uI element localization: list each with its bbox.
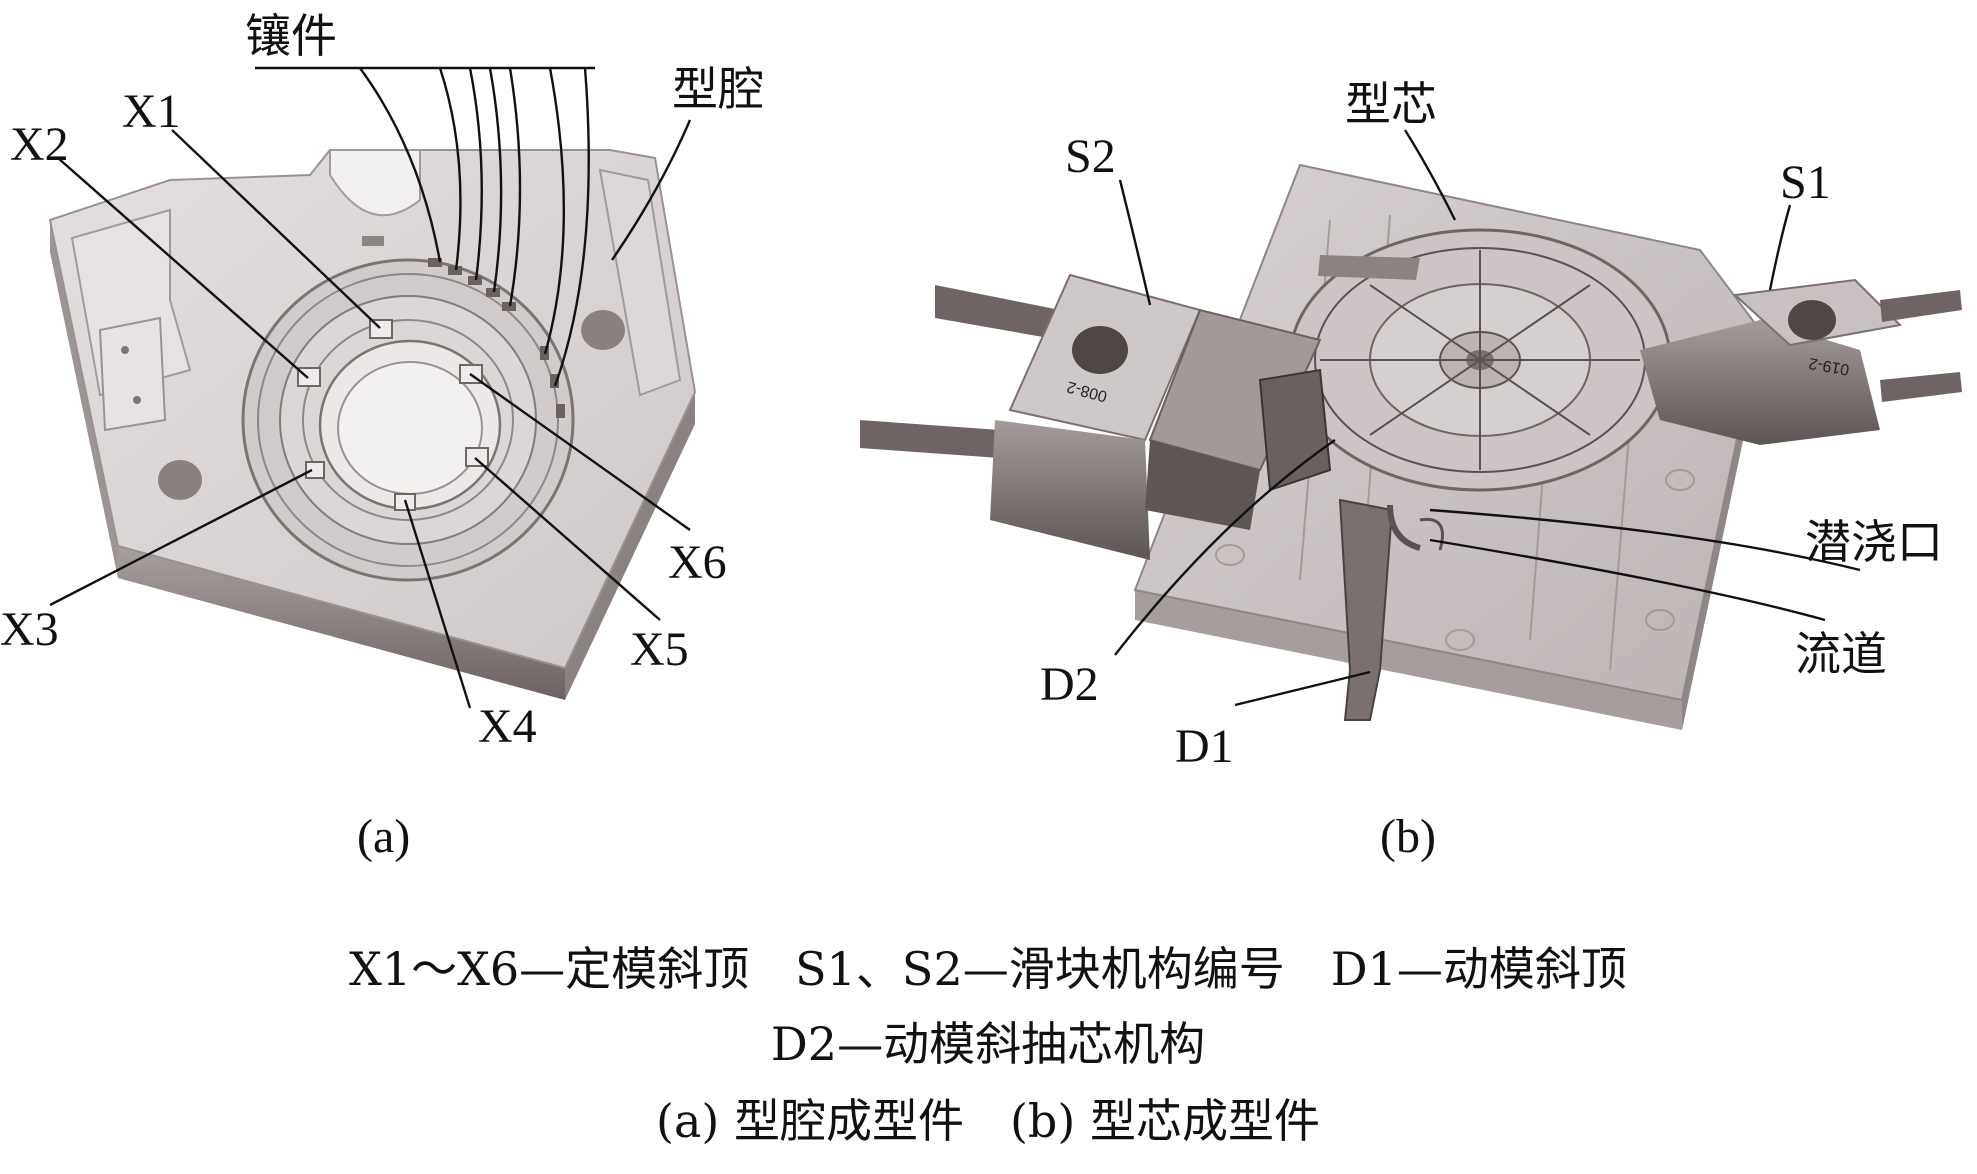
slider-s1-code: 019-2: [1807, 354, 1850, 378]
core-name-plate: [1318, 255, 1420, 280]
slider-s1-base: [1640, 320, 1880, 445]
caption-line-1: X1～X6—定模斜顶 S1、S2—滑块机构编号 D1—动模斜顶: [349, 942, 1627, 996]
figure-caption: X1～X6—定模斜顶 S1、S2—滑块机构编号 D1—动模斜顶 D2—动模斜抽芯…: [349, 942, 1627, 1148]
label-x5: X5: [630, 623, 689, 676]
slider-s2-hole: [1072, 326, 1128, 374]
submarine-gate: [1419, 517, 1444, 551]
cavity-block-front-side: [118, 546, 565, 700]
slider-s2-arm-bottom: [860, 420, 1000, 458]
slider-s1-hole: [1788, 300, 1836, 340]
panel-a-sublabel: (a): [357, 810, 410, 863]
slider-s1-arm-top: [1880, 290, 1962, 322]
label-x2: X2: [10, 118, 69, 171]
cavity-block-right-side: [565, 392, 695, 700]
core-block-bottom-side: [1135, 590, 1682, 730]
core-disk-spokes: [1320, 250, 1640, 470]
label-x6: X6: [668, 536, 727, 589]
label-x1: X1: [122, 85, 181, 138]
label-core: 型芯: [1345, 77, 1437, 131]
label-cavity: 型腔: [672, 62, 764, 116]
label-x4: X4: [478, 700, 537, 753]
label-runner: 流道: [1795, 627, 1887, 681]
panel-b-drawing: 008-2 019-2: [860, 163, 1962, 730]
cavity-step-right: [598, 168, 682, 397]
cavity-block-left-side: [50, 220, 118, 578]
panel-a-drawing: [48, 149, 697, 700]
d2-mechanism: [1258, 368, 1332, 492]
cavity-ring-2: [257, 273, 559, 567]
panel-b-labels: 型芯 S2 S1 潜浇口 流道 D2 D1 (b): [1040, 77, 1943, 863]
panel-b-leaders: [1114, 129, 1861, 707]
label-x3: X3: [0, 603, 59, 656]
label-insert: 镶件: [245, 9, 337, 63]
panel-b-sublabel: (b): [1380, 810, 1436, 863]
label-d1: D1: [1175, 720, 1234, 773]
cavity-pocket-pin: [133, 396, 141, 404]
label-submarine-gate: 潜浇口: [1805, 515, 1943, 569]
panel-a-labels: 镶件 型腔 X1 X2 X3 X4 X5 X6 (a): [0, 9, 764, 863]
lifter-d1: [1338, 498, 1394, 721]
runner-channel: [1387, 504, 1421, 551]
cavity-guide-hole: [158, 460, 202, 500]
cavity-guide-hole: [581, 310, 625, 350]
slider-s2-wedge-front: [1145, 440, 1260, 530]
caption-line-3: (a) 型腔成型件 (b) 型芯成型件: [656, 1094, 1320, 1148]
cavity-slot: [362, 236, 384, 246]
caption-line-2: D2—动模斜抽芯机构: [771, 1017, 1205, 1071]
cavity-ring-4: [302, 319, 514, 521]
cavity-pocket: [98, 316, 167, 432]
panel-a-leaders: [49, 66, 692, 709]
cavity-notch: [329, 149, 421, 217]
label-s2: S2: [1065, 130, 1116, 183]
slider-s1-arm-bottom: [1880, 372, 1962, 402]
cavity-pocket-pin: [121, 346, 129, 354]
label-s1: S1: [1780, 156, 1831, 209]
slider-s2-block-front: [990, 420, 1150, 560]
label-d2: D2: [1040, 658, 1099, 711]
slider-s2-arm-top: [935, 285, 1060, 340]
